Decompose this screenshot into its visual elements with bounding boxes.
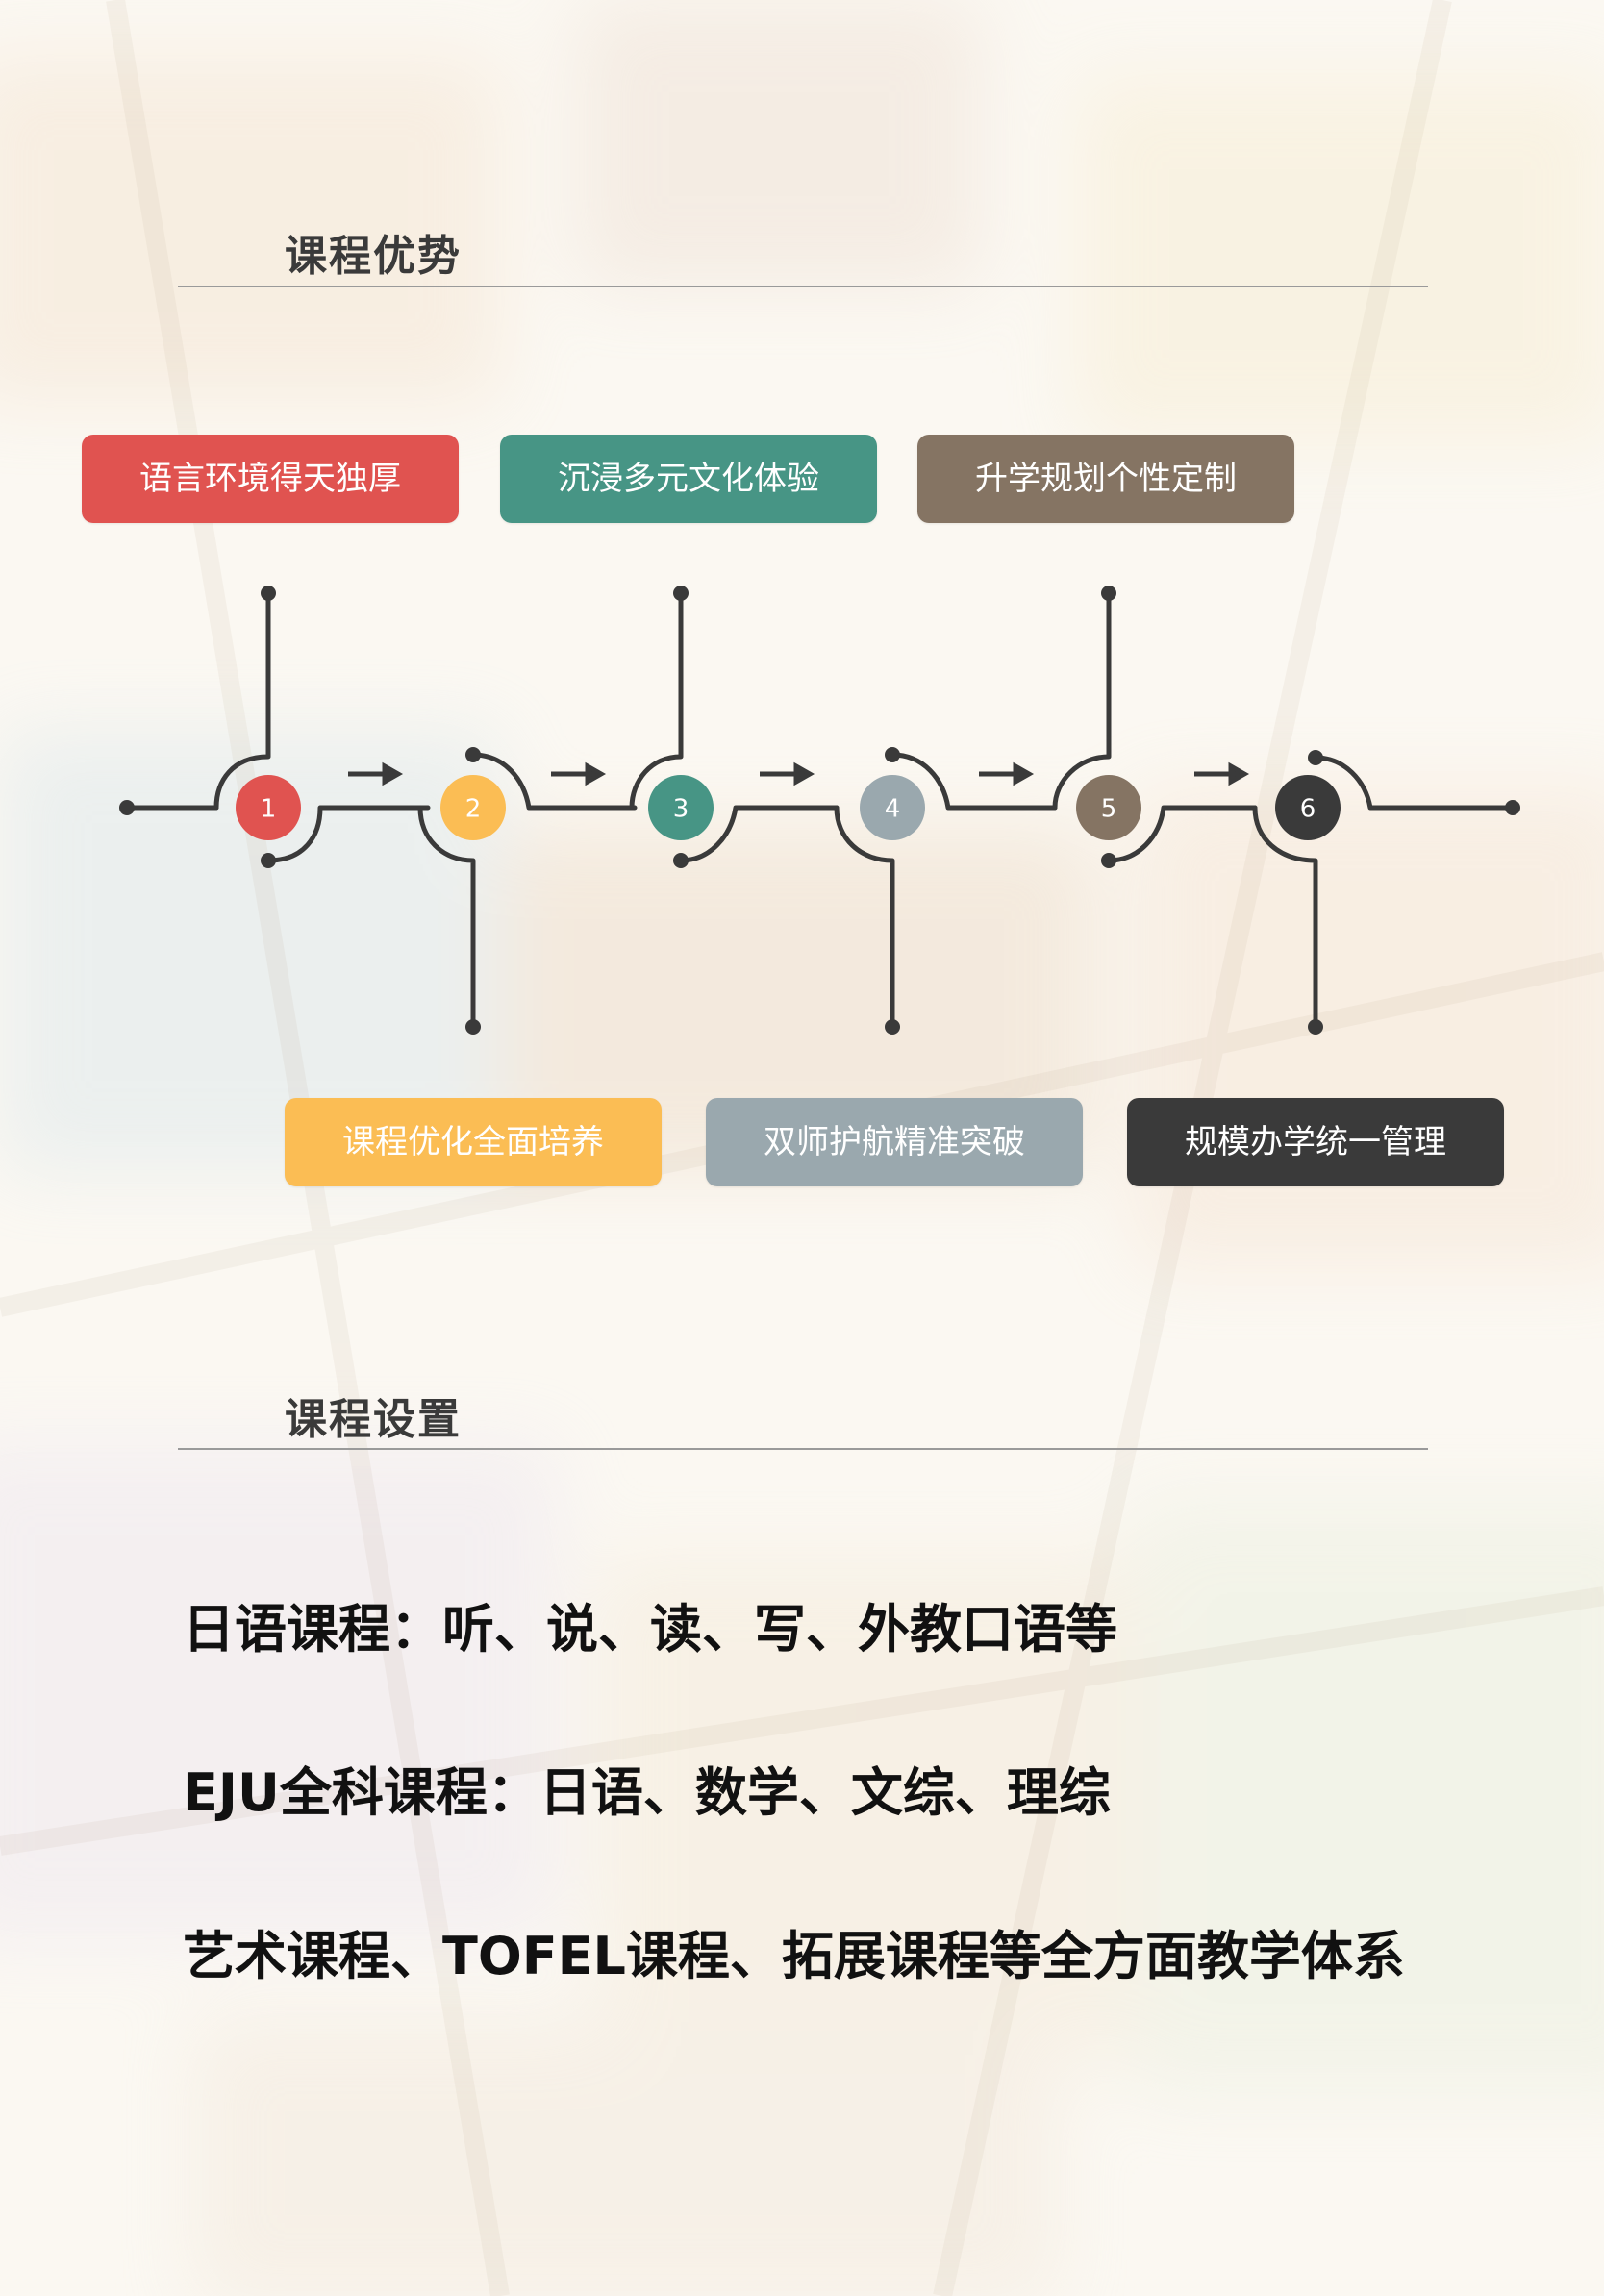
advantage-pill-2: 课程优化全面培养 (285, 1098, 662, 1186)
node-6-connector-bottom (1252, 805, 1318, 1030)
course-line-eju: EJU全科课程：日语、数学、文综、理综 (183, 1762, 1111, 1823)
node-3-connector-bottom (678, 805, 840, 863)
node-3-connector-top (629, 590, 684, 811)
advantage-pill-5: 升学规划个性定制 (917, 435, 1294, 523)
step-number-4: 4 (885, 795, 901, 824)
step-circle-6 (1275, 775, 1341, 840)
settings-title: 课程设置 (285, 1395, 462, 1444)
node-2-connector-top (470, 752, 638, 811)
node-3-bottom-dot (673, 853, 689, 868)
advantage-pill-6: 规模办学统一管理 (1127, 1098, 1504, 1186)
course-line-japanese: 日语课程：听、说、读、写、外教口语等 (183, 1599, 1117, 1660)
node-5-bottom-dot (1101, 853, 1116, 868)
node-2-connector-bottom (417, 805, 476, 1030)
arrow-4-5-icon (979, 761, 1035, 786)
node-3-top-dot (673, 586, 689, 601)
step-circle-1 (236, 775, 301, 840)
node-5-connector-top (1052, 590, 1112, 811)
node-6-bottom-dot (1308, 1019, 1323, 1035)
settings-title-rule (178, 1448, 1428, 1450)
flow-end-dot (1505, 800, 1520, 815)
step-number-6: 6 (1300, 795, 1316, 824)
step-number-2: 2 (465, 795, 482, 824)
node-2-bottom-dot (465, 1019, 481, 1035)
node-1-bottom-dot (261, 853, 276, 868)
step-number-5: 5 (1101, 795, 1117, 824)
advantage-pill-4: 双师护航精准突破 (706, 1098, 1083, 1186)
advantage-pill-3: 沉浸多元文化体验 (500, 435, 877, 523)
node-6-top-dot (1308, 750, 1323, 765)
step-circle-2 (440, 775, 506, 840)
advantages-title-rule (178, 286, 1428, 287)
node-6-connector-top (1313, 755, 1516, 811)
node-1-top-dot (261, 586, 276, 601)
step-number-3: 3 (673, 795, 689, 824)
node-1-connector-bottom (265, 805, 431, 863)
node-5-top-dot (1101, 586, 1116, 601)
arrow-2-3-icon (551, 761, 607, 786)
step-number-1: 1 (261, 795, 277, 824)
step-circle-4 (860, 775, 925, 840)
step-circle-3 (648, 775, 714, 840)
step-circle-5 (1076, 775, 1141, 840)
course-line-other: 艺术课程、TOFEL课程、拓展课程等全方面教学体系 (183, 1926, 1405, 1986)
arrow-3-4-icon (760, 761, 815, 786)
advantage-pill-1: 语言环境得天独厚 (82, 435, 459, 523)
arrow-5-6-icon (1194, 761, 1250, 786)
advantages-title: 课程优势 (285, 232, 462, 281)
node-5-connector-bottom (1106, 805, 1258, 863)
flow-start-dot (119, 800, 135, 815)
node-4-top-dot (885, 747, 900, 762)
node-2-top-dot (465, 747, 481, 762)
arrow-1-2-icon (348, 761, 404, 786)
node-4-connector-bottom (834, 805, 895, 1030)
node-1-connector-top (213, 590, 271, 811)
node-4-bottom-dot (885, 1019, 900, 1035)
node-4-connector-top (890, 752, 1058, 811)
